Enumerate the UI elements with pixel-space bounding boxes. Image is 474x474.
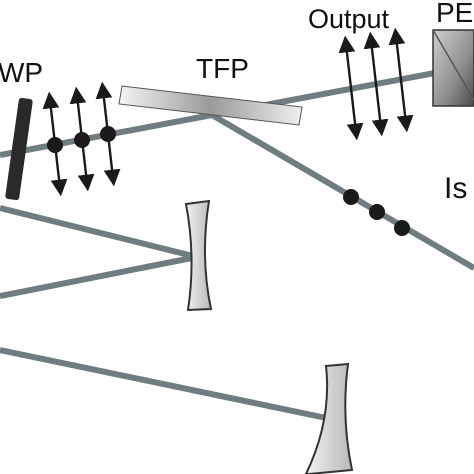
beam-rejected <box>210 112 474 271</box>
polarization-markers-wp <box>42 81 121 197</box>
polarization-markers-rejected <box>343 189 410 236</box>
polarization-dot-icon <box>74 132 90 148</box>
label-is-partial: Is <box>444 172 467 205</box>
thin-film-polarizer <box>118 85 303 126</box>
polarization-dot-icon <box>100 126 116 142</box>
concave-mirror-upper <box>184 199 213 312</box>
beams <box>0 69 474 423</box>
concave-mirror-lower <box>304 362 354 474</box>
label-pe-partial: PE <box>436 0 473 28</box>
double-arrow-icon <box>388 27 414 133</box>
label-polarizer: TFP <box>196 53 249 84</box>
beam-cavity-upper-a <box>0 205 198 260</box>
beam-cavity-upper-b <box>0 254 198 299</box>
pe-element <box>432 29 474 107</box>
polarization-markers-output <box>338 27 414 141</box>
beam-cavity-lower <box>0 347 337 423</box>
polarization-dot-icon <box>394 220 410 236</box>
polarization-dot-icon <box>369 204 385 220</box>
polarization-dot-icon <box>343 189 359 205</box>
waveplate-element <box>5 97 33 201</box>
label-output: Output <box>308 4 390 34</box>
double-arrow-icon <box>338 35 364 141</box>
label-waveplate: WP <box>0 57 43 88</box>
polarization-dot-icon <box>47 137 63 153</box>
double-arrow-icon <box>363 31 389 137</box>
